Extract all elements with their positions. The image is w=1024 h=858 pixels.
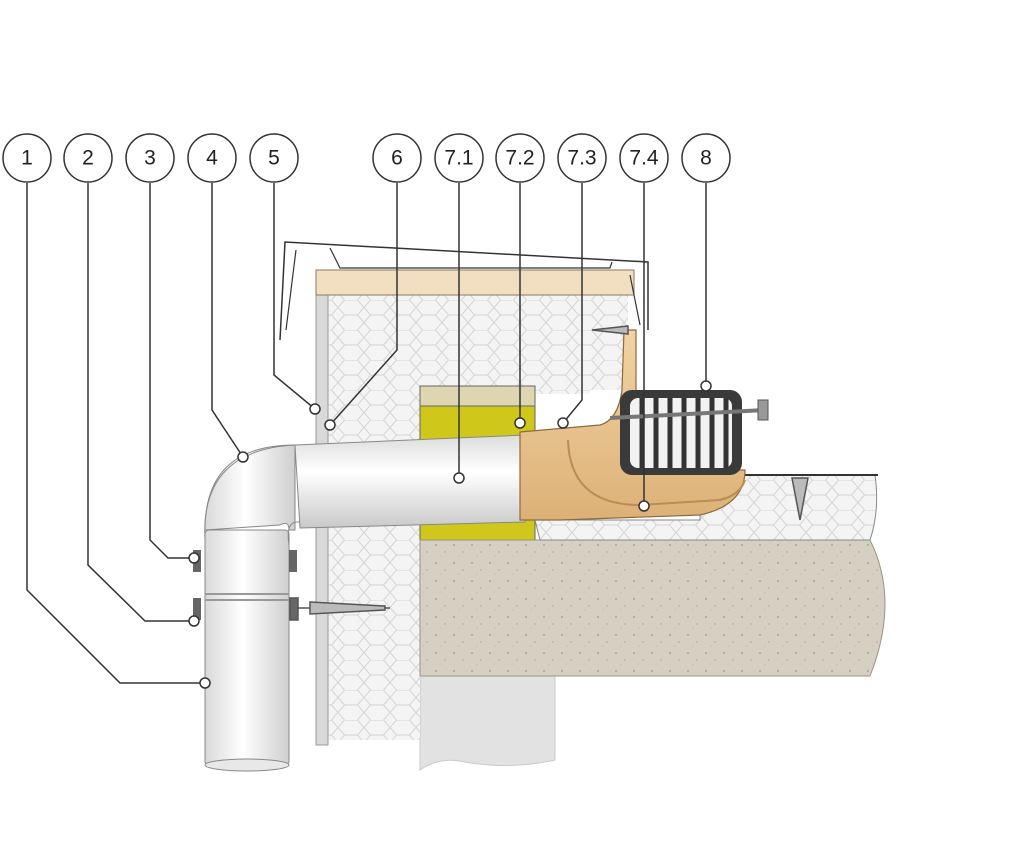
callout-4-label: 4	[206, 147, 218, 170]
parapet-screw	[591, 325, 629, 335]
callout-3-label: 3	[144, 147, 156, 170]
callout-8-label: 8	[700, 147, 712, 170]
pipe-bracket-upper-right	[289, 550, 297, 572]
callout-7-2: 7.2	[495, 133, 545, 183]
parapet-insulation	[328, 295, 628, 390]
callout-1-label: 1	[21, 147, 33, 170]
cap-flashing-inner	[285, 249, 641, 331]
callout-2-label: 2	[82, 147, 94, 170]
callout-7-2-label: 7.2	[505, 147, 534, 170]
wall-screw	[289, 597, 390, 621]
grate-rod	[609, 408, 766, 420]
leader-lines	[26, 183, 707, 684]
downpipe-end	[204, 758, 290, 772]
grate-rod-knob	[757, 399, 769, 421]
horizontal-pipe	[294, 434, 526, 529]
callout-8: 8	[681, 133, 731, 183]
downpipe	[204, 529, 290, 766]
grate-bars	[639, 398, 729, 468]
leader-dots	[188, 380, 712, 689]
drain-bowl	[567, 439, 746, 507]
callout-7-3-label: 7.3	[567, 147, 596, 170]
callout-7-1: 7.1	[434, 133, 484, 183]
timber-board	[315, 269, 635, 296]
cap-flashing-top	[329, 247, 613, 269]
callout-7-4: 7.4	[619, 133, 669, 183]
callout-3: 3	[125, 133, 175, 183]
callout-1: 1	[2, 133, 52, 183]
cap-flashing	[279, 241, 649, 341]
lower-wall	[419, 675, 556, 771]
callout-7-3: 7.3	[557, 133, 607, 183]
pipe-bracket-lower	[193, 598, 201, 620]
callout-6-label: 6	[391, 147, 403, 170]
pipe-elbow	[204, 444, 296, 531]
callout-4: 4	[187, 133, 237, 183]
pipe-elbow-outline	[204, 444, 301, 546]
callout-2: 2	[63, 133, 113, 183]
mineral-wool-top	[419, 385, 536, 407]
callout-5: 5	[249, 133, 299, 183]
callout-7-4-label: 7.4	[629, 147, 659, 170]
drain-grate-inner	[630, 398, 732, 468]
concrete-slab	[419, 539, 886, 677]
roof-screw	[791, 477, 809, 521]
callout-6: 6	[372, 133, 422, 183]
callout-7-1-label: 7.1	[444, 147, 473, 170]
callout-5-label: 5	[268, 147, 280, 170]
